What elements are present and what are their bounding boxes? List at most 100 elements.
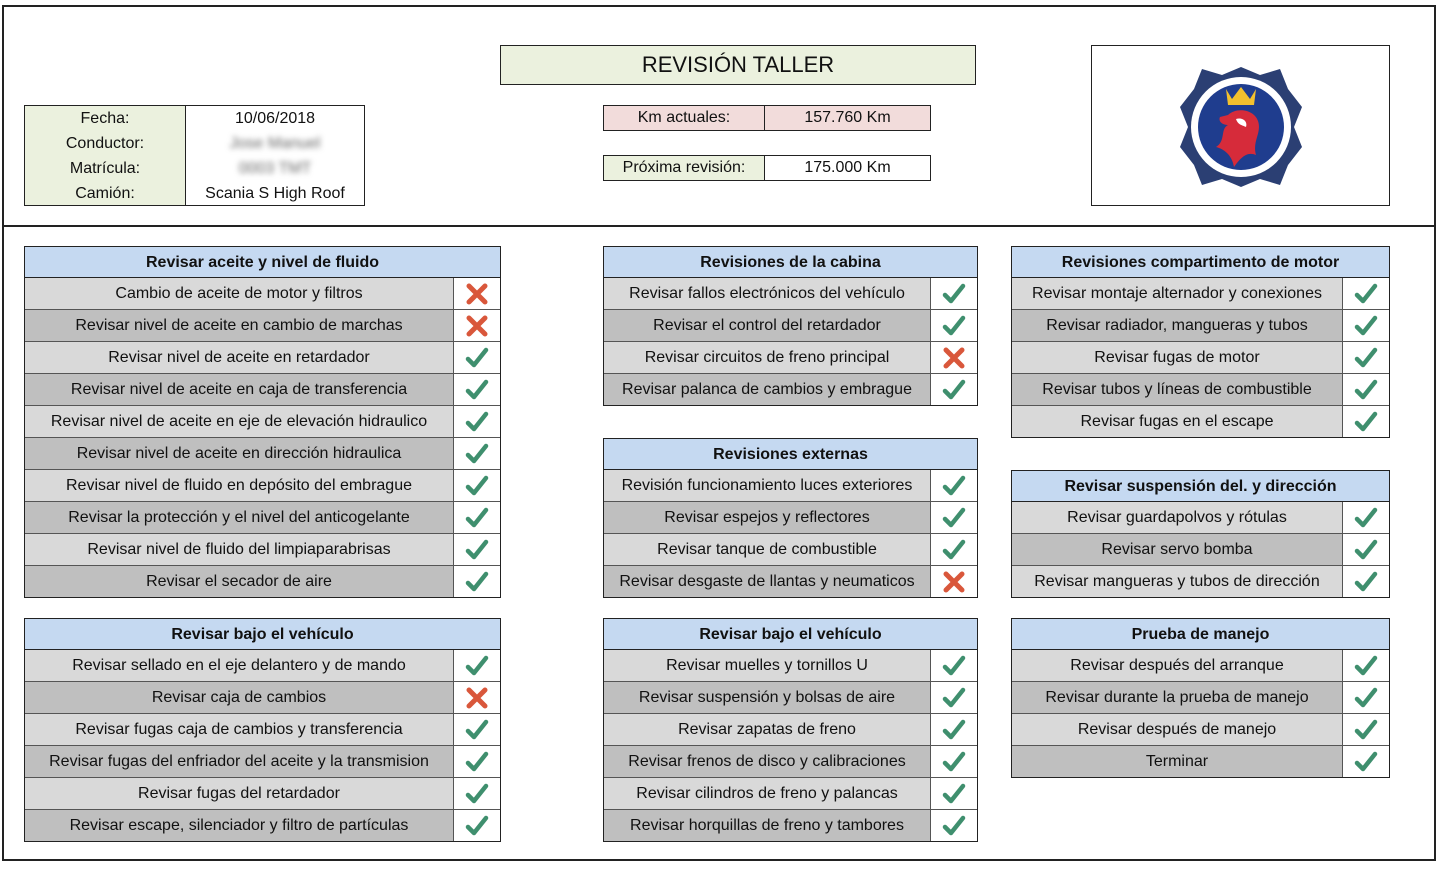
- section-title: Revisar suspensión del. y dirección: [1012, 471, 1389, 502]
- section-title: Revisar bajo el vehículo: [604, 619, 977, 650]
- checklist-item: Revisar nivel de aceite en eje de elevac…: [25, 406, 500, 438]
- checklist-item: Revisar espejos y reflectores: [604, 502, 977, 534]
- cross-icon: [454, 310, 500, 341]
- checklist-item: Revisar caja de cambios: [25, 682, 500, 714]
- check-icon: [931, 650, 977, 681]
- section-title: Revisiones compartimento de motor: [1012, 247, 1389, 278]
- checklist-item-label: Revisión funcionamiento luces exteriores: [604, 470, 931, 501]
- checklist-item-label: Revisar fugas de motor: [1012, 342, 1343, 373]
- checklist-item: Revisar fugas de motor: [1012, 342, 1389, 374]
- km-actuales-value: 157.760 Km: [765, 106, 930, 130]
- check-icon: [931, 810, 977, 841]
- checklist-item-label: Revisar circuitos de freno principal: [604, 342, 931, 373]
- checklist-item: Revisar muelles y tornillos U: [604, 650, 977, 682]
- checklist-item-label: Revisar la protección y el nivel del ant…: [25, 502, 454, 533]
- matricula-label: Matrícula:: [69, 160, 141, 177]
- check-icon: [1343, 682, 1389, 713]
- checklist-item-label: Terminar: [1012, 746, 1343, 777]
- checklist-item: Revisar palanca de cambios y embrague: [604, 374, 977, 405]
- check-icon: [931, 470, 977, 501]
- check-icon: [1343, 374, 1389, 405]
- sheet-frame: [2, 5, 1436, 861]
- conductor-value: Jose Manuel: [229, 135, 321, 152]
- checklist-item-label: Revisar montaje alternador y conexiones: [1012, 278, 1343, 309]
- checklist-item-label: Revisar fugas del enfriador del aceite y…: [25, 746, 454, 777]
- checklist-item: Revisar guardapolvos y rótulas: [1012, 502, 1389, 534]
- check-icon: [931, 714, 977, 745]
- check-icon: [454, 534, 500, 565]
- checklist-item-label: Revisar cilindros de freno y palancas: [604, 778, 931, 809]
- check-icon: [1343, 714, 1389, 745]
- cross-icon: [931, 566, 977, 597]
- check-icon: [931, 310, 977, 341]
- checklist-item: Revisar la protección y el nivel del ant…: [25, 502, 500, 534]
- conductor-label: Conductor:: [65, 135, 145, 152]
- checklist-item: Revisar nivel de aceite en dirección hid…: [25, 438, 500, 470]
- checklist-item: Revisar después de manejo: [1012, 714, 1389, 746]
- checklist-item: Revisar tanque de combustible: [604, 534, 977, 566]
- checklist-item-label: Revisar fugas en el escape: [1012, 406, 1343, 437]
- checklist-item: Revisar fugas del enfriador del aceite y…: [25, 746, 500, 778]
- checklist-item-label: Revisar nivel de aceite en caja de trans…: [25, 374, 454, 405]
- proxima-revision-value: 175.000 Km: [765, 156, 930, 180]
- proxima-revision: Próxima revisión: 175.000 Km: [603, 155, 931, 181]
- km-actuales: Km actuales: 157.760 Km: [603, 105, 931, 131]
- checklist-item: Revisar durante la prueba de manejo: [1012, 682, 1389, 714]
- checklist-item-label: Revisar mangueras y tubos de dirección: [1012, 566, 1343, 597]
- checklist-item: Revisar cilindros de freno y palancas: [604, 778, 977, 810]
- checklist-item-label: Revisar tanque de combustible: [604, 534, 931, 565]
- fecha-label: Fecha:: [80, 110, 130, 127]
- check-icon: [1343, 406, 1389, 437]
- checklist-item-label: Revisar después de manejo: [1012, 714, 1343, 745]
- checklist-item: Revisar radiador, mangueras y tubos: [1012, 310, 1389, 342]
- camion-value: Scania S High Roof: [205, 185, 345, 202]
- check-icon: [1343, 278, 1389, 309]
- section-title: Prueba de manejo: [1012, 619, 1389, 650]
- checklist-item: Revisar zapatas de freno: [604, 714, 977, 746]
- checklist-item: Revisar el secador de aire: [25, 566, 500, 597]
- fecha-value: 10/06/2018: [234, 110, 316, 127]
- header-divider: [2, 225, 1436, 227]
- checklist-item: Revisar desgaste de llantas y neumaticos: [604, 566, 977, 597]
- check-icon: [454, 342, 500, 373]
- check-icon: [454, 502, 500, 533]
- section-title: Revisiones externas: [604, 439, 977, 470]
- checklist-item: Revisar fugas caja de cambios y transfer…: [25, 714, 500, 746]
- info-values: 10/06/2018 Jose Manuel 0003 TMT Scania S…: [186, 106, 364, 205]
- check-icon: [1343, 746, 1389, 777]
- checklist-item-label: Revisar nivel de aceite en dirección hid…: [25, 438, 454, 469]
- check-icon: [1343, 650, 1389, 681]
- checklist-item-label: Revisar horquillas de freno y tambores: [604, 810, 931, 841]
- check-icon: [454, 566, 500, 597]
- check-icon: [454, 438, 500, 469]
- check-icon: [454, 778, 500, 809]
- checklist-item: Revisar tubos y líneas de combustible: [1012, 374, 1389, 406]
- check-icon: [931, 778, 977, 809]
- km-actuales-label: Km actuales:: [604, 106, 765, 130]
- checklist-item-label: Cambio de aceite de motor y filtros: [25, 278, 454, 309]
- checklist-item-label: Revisar caja de cambios: [25, 682, 454, 713]
- check-icon: [454, 714, 500, 745]
- logo-box: [1091, 45, 1390, 206]
- checklist-item-label: Revisar desgaste de llantas y neumaticos: [604, 566, 931, 597]
- checklist-item: Terminar: [1012, 746, 1389, 777]
- checklist-item-label: Revisar nivel de fluido en depósito del …: [25, 470, 454, 501]
- check-icon: [931, 746, 977, 777]
- checklist-item: Revisión funcionamiento luces exteriores: [604, 470, 977, 502]
- checklist-item: Revisar escape, silenciador y filtro de …: [25, 810, 500, 841]
- checklist-item-label: Revisar escape, silenciador y filtro de …: [25, 810, 454, 841]
- checklist-item-label: Revisar fallos electrónicos del vehículo: [604, 278, 931, 309]
- check-icon: [1343, 566, 1389, 597]
- checklist-item-label: Revisar zapatas de freno: [604, 714, 931, 745]
- check-icon: [931, 502, 977, 533]
- section-title: Revisar bajo el vehículo: [25, 619, 500, 650]
- check-icon: [454, 374, 500, 405]
- check-icon: [1343, 502, 1389, 533]
- checklist-item-label: Revisar fugas del retardador: [25, 778, 454, 809]
- checklist-item-label: Revisar frenos de disco y calibraciones: [604, 746, 931, 777]
- checklist-item: Cambio de aceite de motor y filtros: [25, 278, 500, 310]
